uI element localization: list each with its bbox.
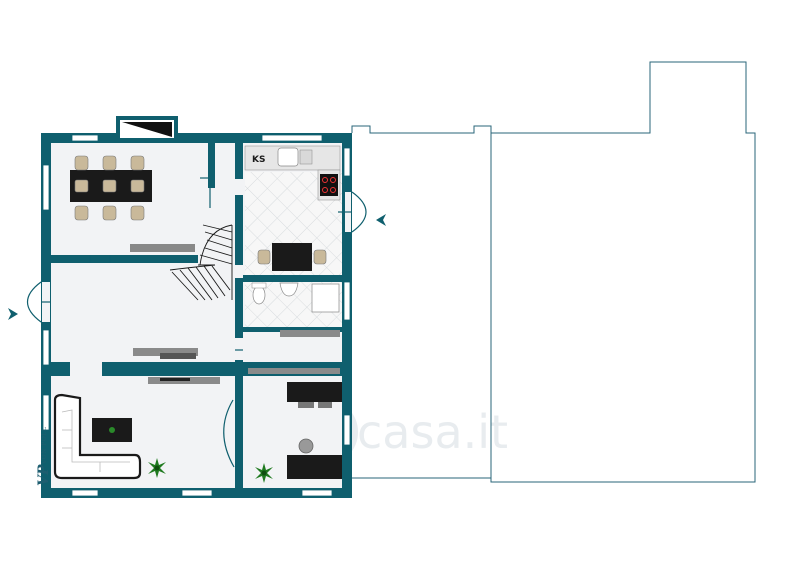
hall [133,330,340,374]
brand-name: VON POLL [41,427,48,465]
adjacent-area-outline [351,61,756,483]
watermark-text: casa.it [357,405,508,459]
chimney [116,116,178,142]
living-room [53,377,220,480]
entrance-arrow-icon [376,214,386,226]
hall-bench [133,348,198,356]
chair [74,205,89,221]
kitchen: KS [244,145,341,271]
chair [257,249,271,265]
office-chair [298,438,314,454]
door-markers [26,177,367,468]
chair [102,205,117,221]
entrance-arrow-icon [8,308,18,320]
staircase [169,224,233,301]
bathroom [251,282,340,313]
kitchen-label: KS [252,155,265,165]
chair [74,155,89,171]
sideboard [130,244,195,252]
plant-icon [148,458,166,478]
washbasin [279,282,299,297]
chair [313,249,327,265]
cooktop [320,174,338,196]
entrance-right [376,214,386,226]
shoe-cabinet [280,330,340,337]
shower [311,283,340,313]
entrance-left [8,308,18,320]
desk [287,382,342,402]
sink [277,147,299,167]
office [255,382,342,483]
brand-logo: VP VON POLL [36,427,52,486]
chair [102,155,117,171]
dining-table [70,155,152,221]
toilet [252,285,266,305]
plant-icon [255,463,273,483]
chair [130,155,145,171]
desk [287,455,342,479]
brand-mark: VP [36,464,52,486]
windows [42,134,351,497]
chair [130,205,145,221]
kitchen-table [272,243,312,271]
sofa [53,393,142,480]
